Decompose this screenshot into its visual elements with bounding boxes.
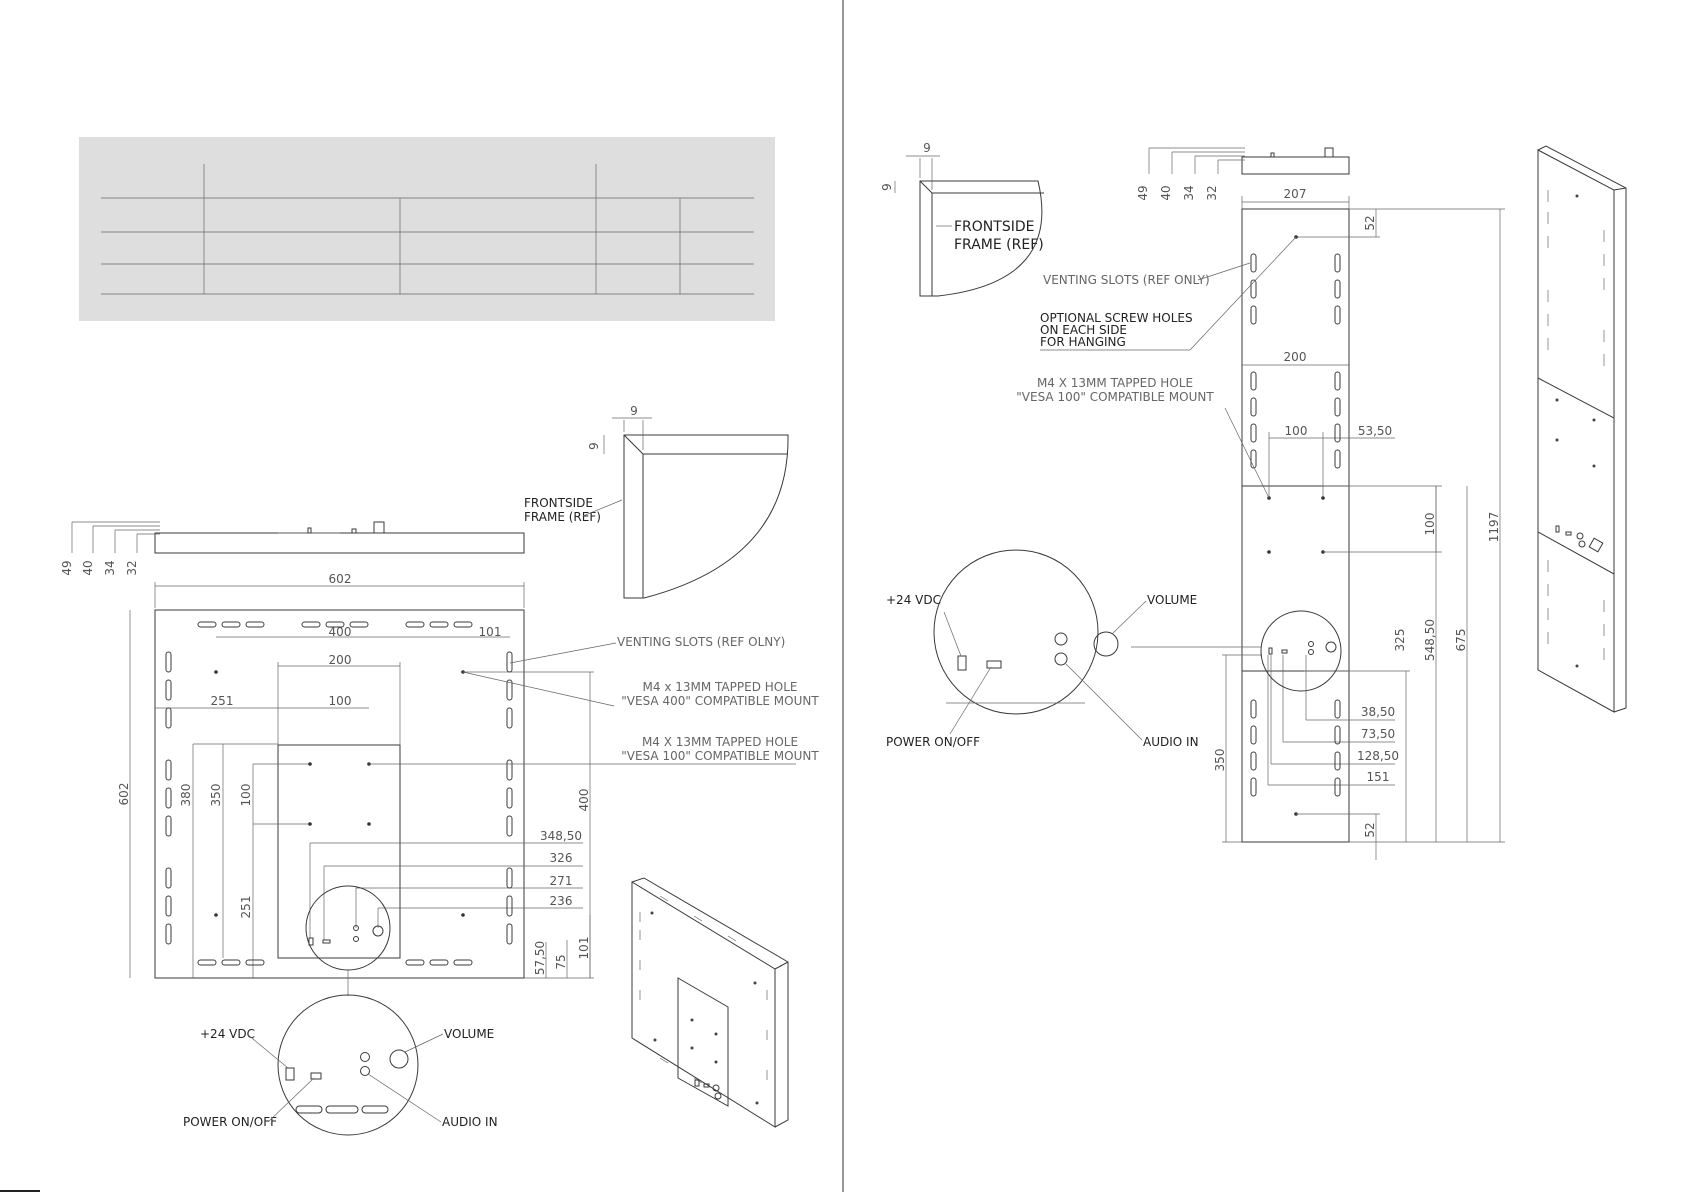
dim-200: 200 [329, 653, 352, 667]
audio-label-right: AUDIO IN [1143, 735, 1199, 749]
vesa100-note-1: M4 X 13MM TAPPED HOLE [642, 735, 798, 749]
screw-note-2: ON EACH SIDE [1040, 323, 1127, 337]
dim-326: 326 [550, 851, 573, 865]
right-frontside-detail: 9 9 FRONTSIDE FRAME (REF) [880, 141, 1044, 297]
dim-38-50: 38,50 [1361, 705, 1395, 719]
right-front-view: 207 52 200 100 53,50 100 325 548,50 [1016, 187, 1505, 860]
dim-40-right: 40 [1159, 185, 1173, 200]
dim-602-height: 602 [117, 783, 131, 806]
dim-251-vertical: 251 [239, 896, 253, 919]
dim-34: 34 [103, 560, 117, 575]
left-frontside-detail: 9 9 FRONTSIDE FRAME (REF) [524, 404, 789, 599]
dim-34-right: 34 [1182, 185, 1196, 200]
dim-73-50: 73,50 [1361, 727, 1395, 741]
dim-100-horizontal: 100 [329, 694, 352, 708]
left-connector-detail: +24 VDC VOLUME POWER ON/OFF AUDIO IN [183, 970, 498, 1136]
dim-9-vertical: 9 [587, 442, 601, 450]
dim-675: 675 [1454, 629, 1468, 652]
dim-100-right: 100 [1285, 424, 1308, 438]
dim-101-vertical: 101 [577, 937, 591, 960]
dim-100-vertical: 100 [239, 784, 253, 807]
left-side-profile: 49 40 34 32 [60, 521, 525, 576]
venting-slots-left [165, 621, 513, 966]
vesa400-note-1: M4 x 13MM TAPPED HOLE [643, 680, 798, 694]
volume-label: VOLUME [444, 1027, 494, 1041]
right-connector-detail: +24 VDC VOLUME POWER ON/OFF AUDIO IN [886, 549, 1262, 749]
dim-9-horizontal: 9 [630, 404, 638, 418]
audio-label: AUDIO IN [442, 1115, 498, 1129]
frontside-label-1: FRONTSIDE [524, 496, 593, 510]
dim-100-vertical-right: 100 [1423, 513, 1437, 536]
dim-400-vertical: 400 [577, 789, 591, 812]
vesa100-note-2: "VESA 100" COMPATIBLE MOUNT [621, 749, 819, 763]
left-front-view: 602 400 101 200 251 100 602 380 350 100 … [117, 572, 819, 979]
dim-101-top: 101 [479, 625, 502, 639]
dim-32-right: 32 [1205, 185, 1219, 200]
frontside-label-right-1: FRONTSIDE [954, 219, 1034, 235]
dim-400: 400 [329, 625, 352, 639]
vdc-label-right: +24 VDC [886, 593, 941, 607]
screw-note-3: FOR HANGING [1040, 335, 1126, 349]
dim-52-top: 52 [1363, 215, 1377, 230]
venting-note: VENTING SLOTS (REF OLNY) [617, 635, 785, 649]
dim-151: 151 [1367, 770, 1390, 784]
dim-271: 271 [550, 874, 573, 888]
dim-236: 236 [550, 894, 573, 908]
dim-9-vertical-right: 9 [880, 183, 894, 191]
dim-348-50: 348,50 [540, 829, 582, 843]
screw-note-1: OPTIONAL SCREW HOLES [1040, 311, 1193, 325]
vdc-label: +24 VDC [200, 1027, 255, 1041]
dim-548-50: 548,50 [1423, 619, 1437, 661]
volume-label-right: VOLUME [1147, 593, 1197, 607]
frontside-label-2: FRAME (REF) [524, 510, 601, 524]
vesa400-note-2: "VESA 400" COMPATIBLE MOUNT [621, 694, 819, 708]
venting-note-right: VENTING SLOTS (REF ONLY) [1043, 273, 1210, 287]
dim-9-horizontal-right: 9 [923, 141, 931, 155]
dim-53-50: 53,50 [1358, 424, 1392, 438]
dim-49: 49 [60, 560, 74, 575]
dim-49-right: 49 [1136, 185, 1150, 200]
spec-table [79, 137, 775, 321]
dim-350: 350 [209, 784, 223, 807]
frontside-label-right-2: FRAME (REF) [954, 237, 1044, 253]
dim-251-horizontal: 251 [211, 694, 234, 708]
dim-200-right: 200 [1284, 350, 1307, 364]
right-isometric-view [1537, 145, 1627, 713]
dim-40: 40 [81, 560, 95, 575]
vesa-note-right-1: M4 X 13MM TAPPED HOLE [1037, 376, 1193, 390]
dim-128-50: 128,50 [1357, 749, 1399, 763]
left-isometric-view [631, 877, 789, 1128]
power-label-right: POWER ON/OFF [886, 735, 980, 749]
vesa-note-right-2: "VESA 100" COMPATIBLE MOUNT [1016, 390, 1214, 404]
dim-602-width: 602 [329, 572, 352, 586]
dim-350-right: 350 [1213, 749, 1227, 772]
dim-57-50: 57,50 [533, 941, 547, 975]
dim-207: 207 [1284, 187, 1307, 201]
dim-52-bottom: 52 [1363, 822, 1377, 837]
venting-slots-right [1250, 253, 1341, 797]
dim-1197: 1197 [1487, 512, 1501, 543]
dim-380: 380 [179, 784, 193, 807]
dim-32: 32 [125, 560, 139, 575]
dim-75: 75 [554, 954, 568, 969]
power-label: POWER ON/OFF [183, 1115, 277, 1129]
right-side-profile: 49 40 34 32 [1136, 147, 1350, 201]
dim-325: 325 [1393, 629, 1407, 652]
